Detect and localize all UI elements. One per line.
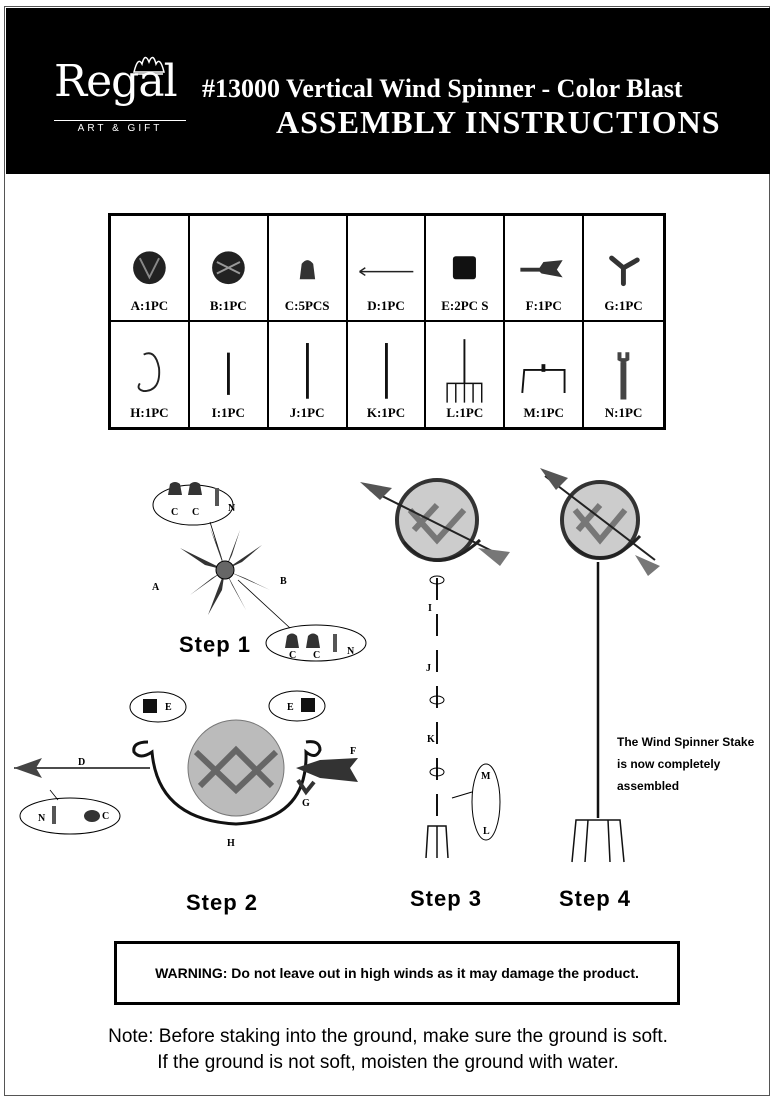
part-label: B:1PC [209,297,247,313]
step2-assembly [14,690,358,835]
part-cell: F:1PC [505,216,585,322]
callout-letter: C [102,811,110,822]
callout-letter: N [228,503,236,514]
part-label: J:1PC [289,405,325,420]
parts-table: A:1PC B:1PC C:5PCS D:1PC E:2PC S F:1PC G… [108,213,666,430]
header-banner: Regal ART & GIFT #13000 Vertical Wind Sp… [6,8,770,174]
foot-bar-icon [521,363,566,393]
part-label: I:1PC [211,405,245,420]
spinner-ball-icon [211,251,245,285]
callout-letter: D [78,757,86,768]
assembled-note: The Wind Spinner Stake is now completely… [617,731,767,797]
part-cell: C:5PCS [268,216,348,322]
arrow-rod-icon [358,267,413,277]
part-label: G:1PC [604,297,643,313]
part-cell: A:1PC [111,216,190,322]
part-cell: L:1PC [426,321,506,427]
pole-icon [226,352,230,395]
step2-label: Step 2 [186,890,259,915]
part-label: F:1PC [525,297,562,313]
part-label: C:5PCS [284,297,330,313]
callout-letter: C [192,507,200,518]
step4-label: Step 4 [559,886,632,911]
note-line: If the ground is not soft, moisten the g… [157,1052,619,1073]
part-cell: E:2PC S [426,216,506,322]
part-label: N:1PC [604,405,643,420]
callout-letter: I [428,603,432,614]
callout-letter: M [481,771,491,782]
crown-icon [133,56,165,75]
part-cell: M:1PC [505,321,585,427]
part-cell: B:1PC [189,216,269,322]
callout-letter: N [347,646,355,657]
callout-letter: E [287,702,294,713]
callout-letter: K [427,734,435,745]
callout-letter: H [227,838,235,849]
assembled-line: assembled [617,779,680,793]
ground-note: Note: Before staking into the ground, ma… [0,1024,776,1076]
part-label: M:1PC [523,405,564,420]
logo-subtitle: ART & GIFT [54,120,186,134]
part-label: H:1PC [130,405,169,420]
product-title: #13000 Vertical Wind Spinner - Color Bla… [202,74,683,103]
step1-pinwheel [152,482,367,662]
part-label: D:1PC [367,297,405,313]
arrow-tail-icon [520,260,563,278]
part-cell: I:1PC [190,321,269,427]
part-cell: G:1PC [584,216,663,322]
bracket-icon [609,255,640,287]
cap-nut-icon [299,260,315,280]
page-frame [4,6,770,1096]
assembly-illustration [14,468,660,863]
part-cell: J:1PC [269,321,348,427]
part-cell: K:1PC [348,321,427,427]
part-label: E:2PC S [441,297,489,313]
part-label: A:1PC [130,297,169,313]
step3-label: Step 3 [410,886,483,911]
stake-fork-icon [446,338,483,403]
callout-letter: E [165,702,172,713]
logo-word: Regal [54,56,178,107]
pole-icon [305,342,309,399]
regal-logo: Regal ART & GIFT [54,52,190,142]
spinner-ball-icon [133,251,166,285]
assembled-line: The Wind Spinner Stake [617,735,755,749]
part-cell: D:1PC [347,216,427,322]
part-label: L:1PC [446,405,484,420]
callout-letter: A [152,582,160,593]
warning-text: WARNING: Do not leave out in high winds … [155,965,639,981]
part-cell: N:1PC [584,322,663,428]
callout-letter: C [171,507,179,518]
wrench-icon [617,351,630,400]
warning-box: WARNING: Do not leave out in high winds … [114,941,680,1005]
step1-label: Step 1 [179,632,252,657]
callout-letter: C [289,650,297,661]
step3-assembly [360,478,510,859]
part-label: K:1PC [366,405,406,420]
callout-letter: N [38,813,46,824]
callout-letter: J [426,663,431,674]
step4-assembly [540,468,660,863]
note-line: Note: Before staking into the ground, ma… [108,1026,668,1047]
callout-letter: L [483,826,490,837]
part-cell: H:1PC [111,321,190,427]
page-title: ASSEMBLY INSTRUCTIONS [276,104,721,140]
bearing-icon [453,256,477,280]
callout-letter: G [302,798,310,809]
callout-letter: B [280,576,287,587]
curved-frame-icon [137,351,161,392]
callout-letter: F [350,746,357,757]
assembled-line: is now completely [617,757,721,771]
callout-letter: C [313,650,321,661]
pole-icon [384,342,388,399]
